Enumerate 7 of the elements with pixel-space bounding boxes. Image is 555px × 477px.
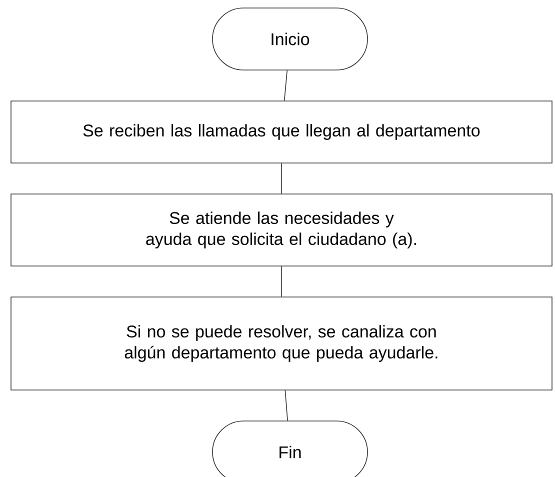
process-box: Se atiende las necesidades y ayuda que solicita el ciudadano (a).: [10, 194, 552, 266]
connector-line: [281, 266, 282, 297]
connector-line: [284, 70, 288, 101]
connector-line: [281, 163, 282, 194]
connector-line: [284, 390, 288, 421]
process-box: Si no se puede resolver, se canaliza con algún departamento que pueda ayudarle.: [10, 296, 552, 390]
process-box: Se reciben las llamadas que llegan al departamento: [10, 100, 552, 164]
